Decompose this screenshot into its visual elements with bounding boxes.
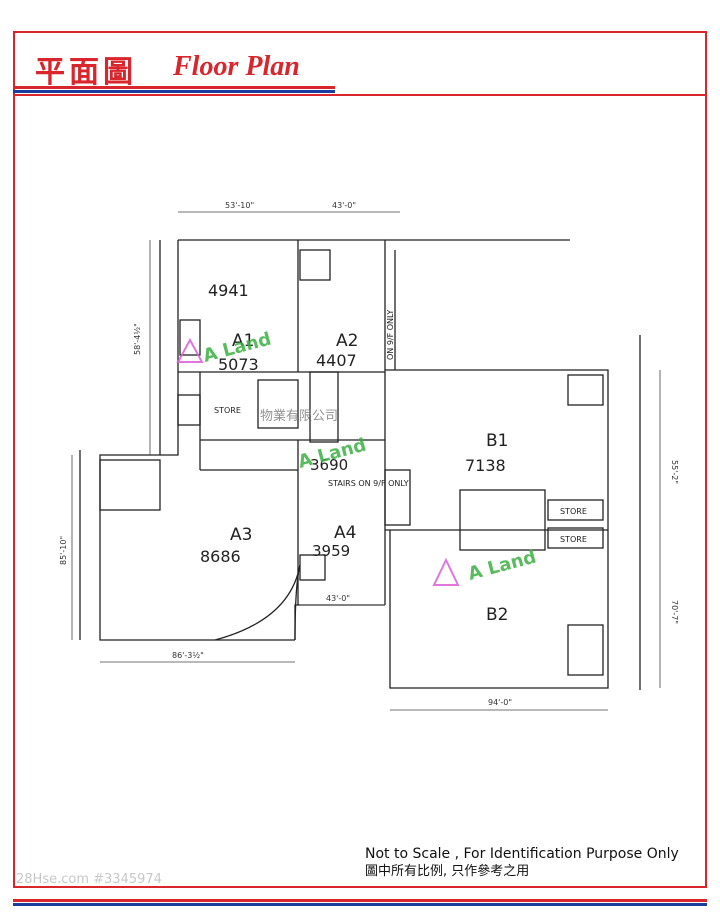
header: 平面圖 Floor Plan <box>13 31 707 96</box>
footer-red-stripe <box>13 899 707 902</box>
unit-a1-id: A1 <box>232 331 254 351</box>
dim-bottom-right: 94'-0" <box>488 698 512 707</box>
disclaimer-note: Not to Scale , For Identification Purpos… <box>365 846 679 880</box>
footer-blue-stripe <box>13 903 707 906</box>
listing-watermark: 28Hse.com #3345974 <box>16 872 162 887</box>
dimension-lines <box>71 211 661 711</box>
disclaimer-zh: 圖中所有比例, 只作參考之用 <box>365 864 530 879</box>
title-english: Floor Plan <box>173 51 300 82</box>
dim-mid-bottom: 43'-0" <box>326 594 350 603</box>
a1-sf-area: 4941 <box>208 281 249 300</box>
dim-bottom-left: 86'-3½" <box>172 651 204 660</box>
header-blue-stripe <box>13 90 335 93</box>
page-frame <box>13 31 707 888</box>
dim-top-right: 43'-0" <box>332 201 356 210</box>
stairs-note: STAIRS ON 9/F ONLY <box>328 479 409 488</box>
unit-b1-id: B1 <box>486 431 508 451</box>
brand-watermark-3: A Land <box>466 547 539 585</box>
lift-lobby-area: 3690 <box>310 456 348 474</box>
dim-left-lower: 85'-10" <box>59 536 68 565</box>
store-a: STORE <box>214 406 241 415</box>
unit-a3-area: 8686 <box>200 547 241 566</box>
unit-a1-area: 5073 <box>218 355 259 374</box>
dim-right-lower: 70'-7" <box>670 600 679 624</box>
dim-right-upper: 55'-2" <box>670 460 679 484</box>
unit-a2-id: A2 <box>336 331 358 351</box>
unit-b2-id: B2 <box>486 605 508 625</box>
title-chinese: 平面圖 <box>35 55 137 90</box>
unit-a4-id: A4 <box>334 523 356 543</box>
header-red-stripe <box>13 86 335 89</box>
unit-a3-id: A3 <box>230 525 252 545</box>
company-watermark: 物業有限公司 <box>260 408 338 424</box>
store-b2: STORE <box>560 535 587 544</box>
plan-walls <box>79 239 641 690</box>
brand-watermark-logo-3: A Land <box>432 547 539 586</box>
void-note: ON 9/F ONLY <box>386 310 395 360</box>
unit-a4-area: 3959 <box>312 542 350 560</box>
dim-left-upper: 58'-4½" <box>133 323 142 355</box>
unit-a2-area: 4407 <box>316 351 357 370</box>
header-rule <box>13 94 707 96</box>
store-b1: STORE <box>560 507 587 516</box>
unit-b1-area: 7138 <box>465 456 506 475</box>
dim-top-left: 53'-10" <box>225 201 254 210</box>
brand-watermark-logo-1: A Land <box>176 329 273 367</box>
disclaimer-en: Not to Scale , For Identification Purpos… <box>365 846 679 862</box>
